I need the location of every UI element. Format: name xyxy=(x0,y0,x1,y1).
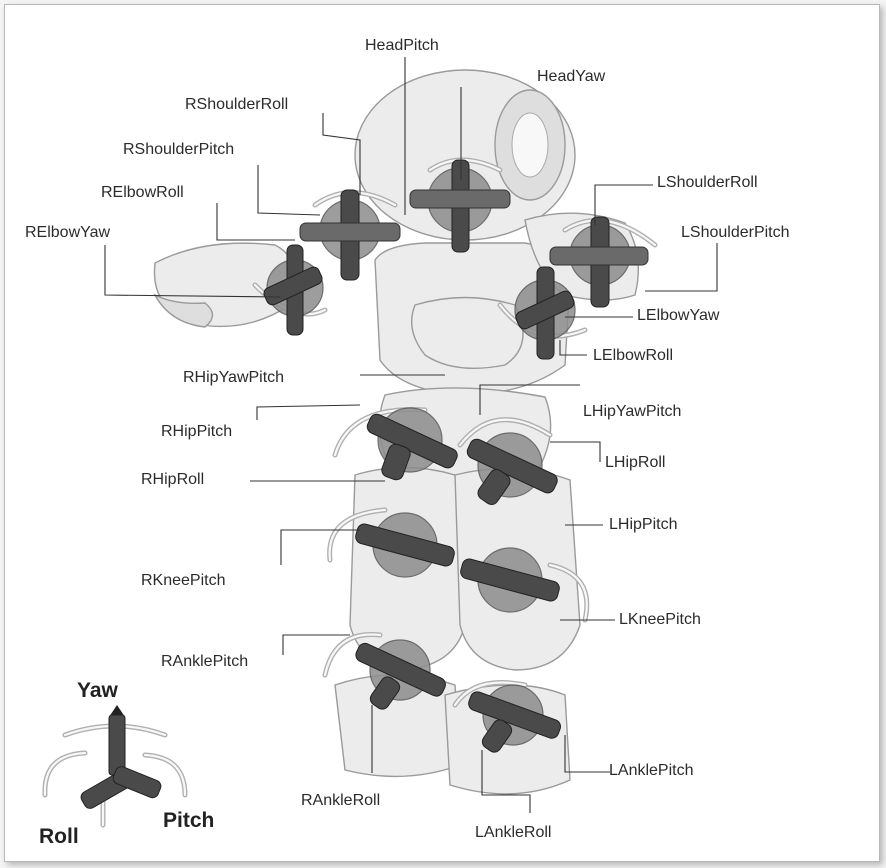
label-l-knee-pitch: LKneePitch xyxy=(619,611,701,628)
left-forearm-shell xyxy=(412,298,523,369)
label-r-ankle-pitch: RAnklePitch xyxy=(161,653,248,670)
label-r-ankle-roll: RAnkleRoll xyxy=(301,792,380,809)
label-l-shoulder-roll: LShoulderRoll xyxy=(657,174,758,191)
label-l-elbow-yaw: LElbowYaw xyxy=(637,307,720,324)
robot-joint-diagram: HeadPitch HeadYaw RShoulderRoll RShoulde… xyxy=(5,5,879,861)
label-l-ankle-roll: LAnkleRoll xyxy=(475,824,551,841)
label-r-hip-pitch: RHipPitch xyxy=(161,423,232,440)
label-l-hip-roll: LHipRoll xyxy=(605,454,665,471)
label-l-hip-pitch: LHipPitch xyxy=(609,516,677,533)
joint-markers xyxy=(255,160,655,755)
yaw-axis xyxy=(109,715,125,775)
legend-pitch-label: Pitch xyxy=(163,809,214,832)
label-r-elbow-yaw: RElbowYaw xyxy=(25,224,111,241)
label-head-pitch: HeadPitch xyxy=(365,37,439,54)
head-ear-inner xyxy=(512,113,548,177)
label-r-shoulder-roll: RShoulderRoll xyxy=(185,96,288,113)
legend-yaw-label: Yaw xyxy=(77,679,119,702)
label-r-hip-yaw-pitch: RHipYawPitch xyxy=(183,369,284,386)
label-r-elbow-roll: RElbowRoll xyxy=(101,184,184,201)
diagram-frame: HeadPitch HeadYaw RShoulderRoll RShoulde… xyxy=(4,4,880,862)
label-l-hip-yaw-pitch: LHipYawPitch xyxy=(583,403,681,420)
label-head-yaw: HeadYaw xyxy=(537,68,606,85)
label-l-elbow-roll: LElbowRoll xyxy=(593,347,673,364)
label-r-shoulder-pitch: RShoulderPitch xyxy=(123,141,234,158)
label-r-hip-roll: RHipRoll xyxy=(141,471,204,488)
label-l-shoulder-pitch: LShoulderPitch xyxy=(681,224,790,241)
pitch-axis xyxy=(111,765,162,800)
label-l-ankle-pitch: LAnklePitch xyxy=(609,762,694,779)
axes-legend: Yaw Roll Pitch xyxy=(39,679,214,848)
label-r-knee-pitch: RKneePitch xyxy=(141,572,226,589)
legend-roll-label: Roll xyxy=(39,825,79,848)
